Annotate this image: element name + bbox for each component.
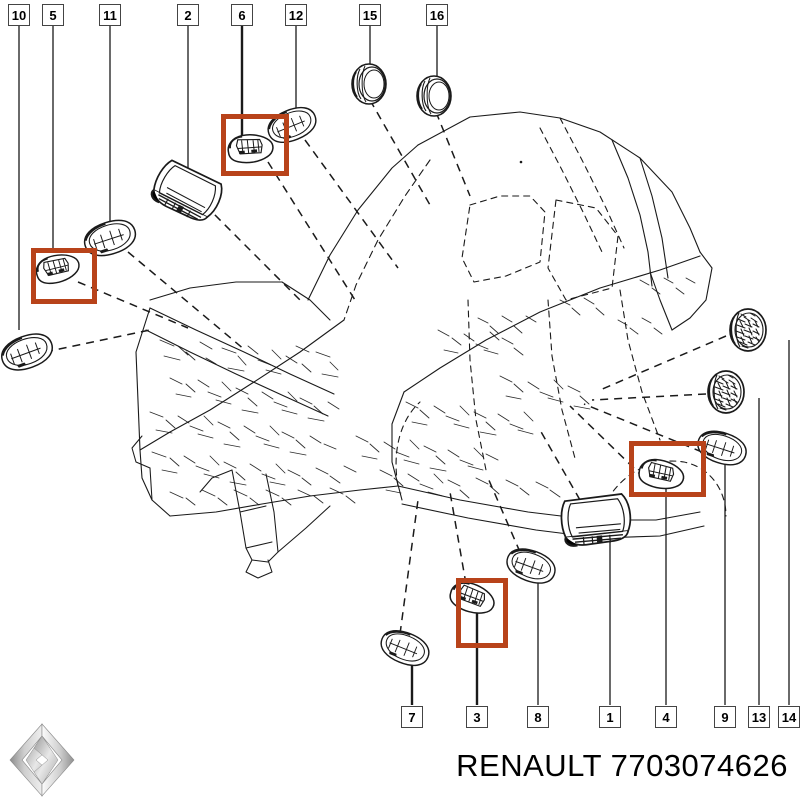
leader-line [44,329,151,353]
callout-bottom-3[interactable]: 3 [466,706,488,728]
leader-line [591,393,707,401]
callout-top-11[interactable]: 11 [99,4,121,26]
part-grommet-oval-7 [375,623,435,673]
leader-line [304,139,399,269]
callout-top-5[interactable]: 5 [42,4,64,26]
part-grommet-textured-13 [707,370,745,414]
callout-bottom-7[interactable]: 7 [401,706,423,728]
callout-top-16[interactable]: 16 [426,4,448,26]
callout-bottom-8[interactable]: 8 [527,706,549,728]
highlight-box-3 [456,578,508,648]
leader-line [369,99,431,206]
highlight-box-4 [629,441,706,497]
part-grommet-round-16 [416,75,452,117]
callout-bottom-13[interactable]: 13 [748,706,770,728]
renault-diamond-logo [9,723,75,797]
leader-line [127,251,246,351]
highlight-box-5 [31,248,97,304]
leader-line [449,491,467,585]
callout-top-12[interactable]: 12 [285,4,307,26]
callout-top-6[interactable]: 6 [231,4,253,26]
callout-top-10[interactable]: 10 [8,4,30,26]
callout-bottom-14[interactable]: 14 [778,706,800,728]
brand-part-number-text: RENAULT 7703074626 [456,748,788,783]
callout-bottom-1[interactable]: 1 [599,706,621,728]
part-grommet-oval-10 [0,327,58,377]
callout-bottom-4[interactable]: 4 [655,706,677,728]
leader-line [435,111,471,197]
callout-top-2[interactable]: 2 [177,4,199,26]
highlight-box-6 [221,114,289,176]
part-grommet-block-2 [146,155,228,229]
part-grommet-textured-14 [729,308,767,352]
callout-bottom-9[interactable]: 9 [714,706,736,728]
part-grommet-block-1 [558,492,634,548]
leader-line [399,499,419,635]
part-grommet-round-15 [351,63,387,105]
part-grommet-oval-8 [501,542,561,590]
callout-top-15[interactable]: 15 [359,4,381,26]
leader-line [599,335,727,391]
